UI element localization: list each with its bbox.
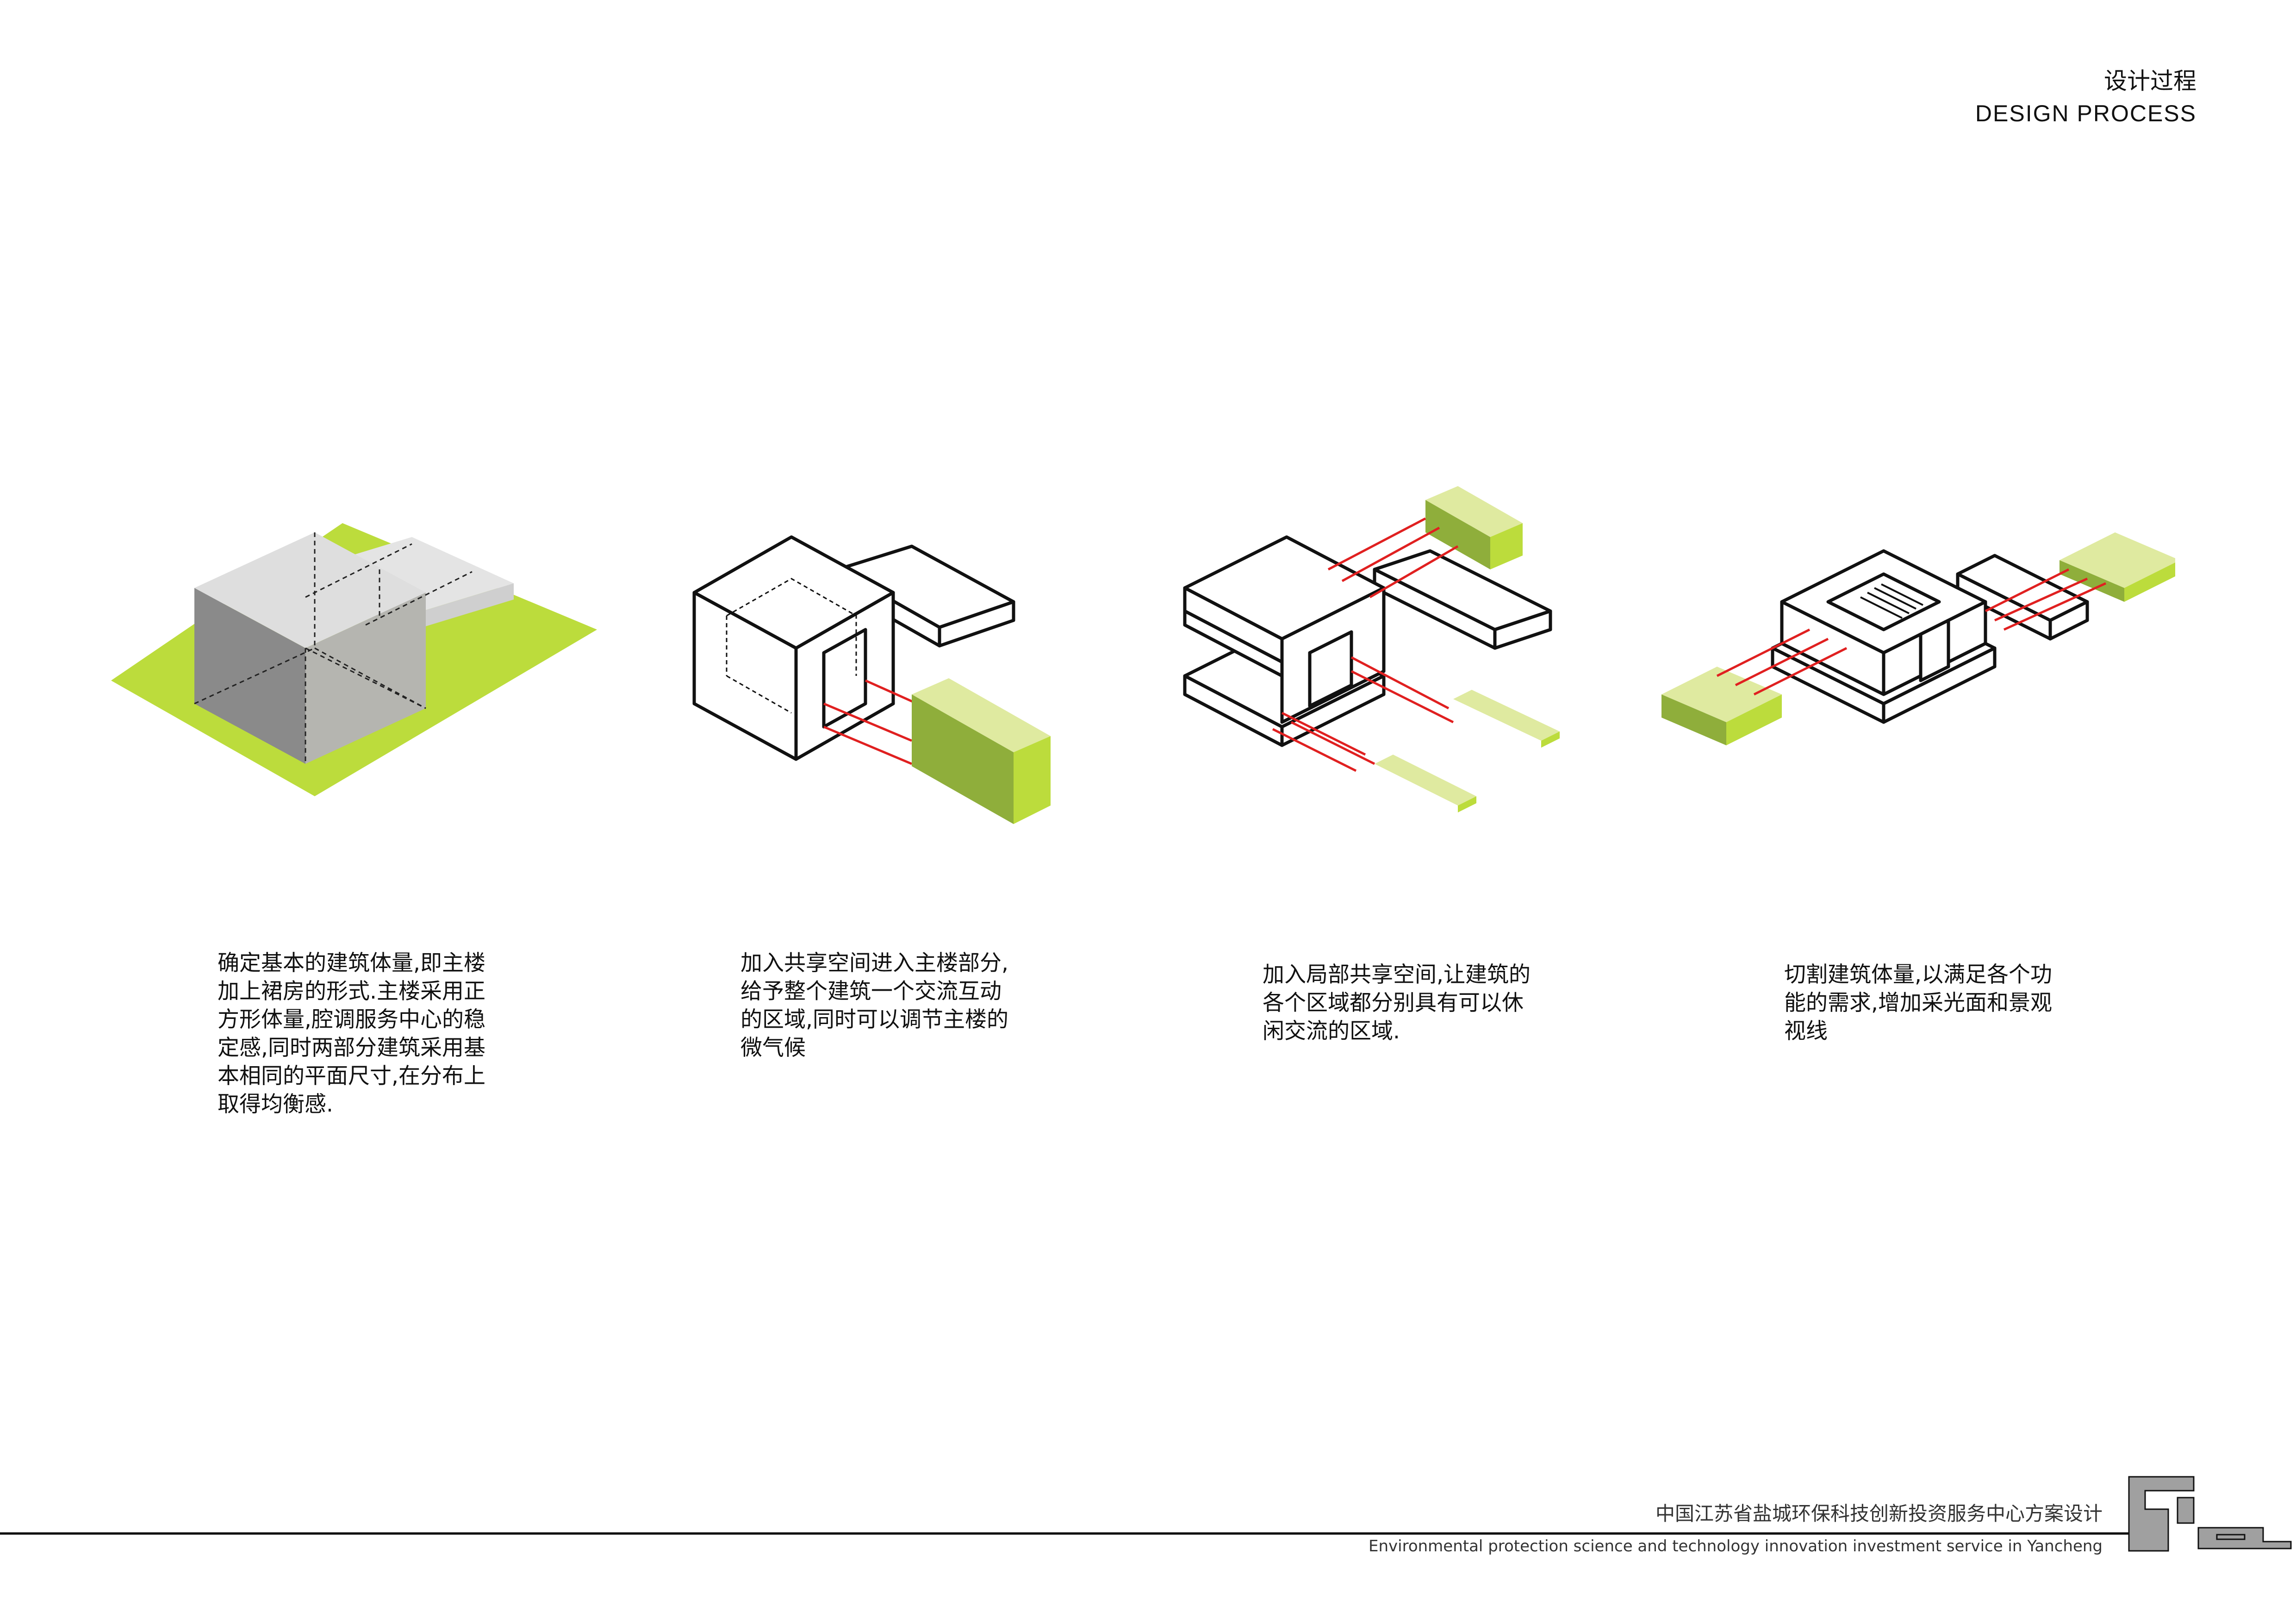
project-logo xyxy=(2124,1472,2296,1555)
green-block-right xyxy=(1014,736,1051,824)
connector-lines xyxy=(1272,517,1459,772)
green-block-left xyxy=(912,694,1014,824)
green-right-left xyxy=(2060,560,2124,602)
hidden-lines xyxy=(726,578,857,714)
ring-cut xyxy=(1919,618,1950,682)
step-2-diagram xyxy=(616,463,1148,880)
green-block-top xyxy=(912,678,1051,752)
massing-diagram-2 xyxy=(692,535,1051,824)
step-4-caption: 切割建筑体量,以满足各个功 能的需求,增加采光面和景观 视线 xyxy=(1784,962,2052,1044)
podium-front xyxy=(407,583,514,632)
green-right-top xyxy=(2060,532,2175,588)
footer-divider xyxy=(0,1532,2129,1535)
page-title-zh: 设计过程 xyxy=(2104,68,2196,94)
step-2-caption: 加入共享空间进入主楼部分, 给予整个建筑一个交流互动 的区域,同时可以调节主楼的… xyxy=(740,950,1008,1061)
green-left-right xyxy=(1726,694,1782,745)
massing-diagram-3 xyxy=(1183,486,1560,812)
green-left-left xyxy=(1661,694,1726,745)
connector-lines xyxy=(1716,568,2107,696)
green-ribbon-right-edge xyxy=(1541,731,1560,748)
inner-stair-lines xyxy=(1860,583,1923,619)
hidden-lines xyxy=(194,532,473,764)
green-top-right xyxy=(1490,523,1523,569)
base-slab-right xyxy=(1280,674,1386,747)
green-top-left xyxy=(1425,500,1490,569)
cube-top xyxy=(194,532,426,648)
massing-diagram-1 xyxy=(111,523,597,796)
page-header: 设计过程 DESIGN PROCESS xyxy=(1975,65,2196,130)
green-top-top xyxy=(1425,486,1523,537)
cube-void xyxy=(1308,630,1353,708)
logo-mark-icon xyxy=(2128,1476,2292,1552)
base-right xyxy=(1882,646,1997,724)
step-3-caption: 加入局部共享空间,让建筑的 各个区域都分别具有可以休 闲交流的区域. xyxy=(1263,962,1531,1044)
green-left-top xyxy=(1661,667,1782,722)
footer-project-zh: 中国江苏省盐城环保科技创新投资服务中心方案设计 xyxy=(1655,1502,2103,1525)
massing-diagram-4 xyxy=(1661,532,2175,745)
step-1-caption: 确定基本的建筑体量,即主楼 加上裙房的形式.主楼采用正 方形体量,腔调服务中心的… xyxy=(218,950,485,1117)
green-ribbon-right xyxy=(1453,690,1560,741)
ring-inner-void xyxy=(1826,572,1941,631)
footer-project-en: Environmental protection science and tec… xyxy=(1369,1537,2103,1555)
step-1-diagram xyxy=(93,463,625,880)
green-right-right xyxy=(2124,562,2175,602)
green-ribbon-bottom xyxy=(1375,755,1476,806)
step-4-diagram xyxy=(1643,463,2175,880)
step-3-diagram xyxy=(1134,463,1666,880)
page-title-en: DESIGN PROCESS xyxy=(1975,100,2196,126)
cube-void xyxy=(822,628,867,729)
cube-left xyxy=(194,588,305,764)
green-ribbon-bottom-edge xyxy=(1458,796,1476,812)
